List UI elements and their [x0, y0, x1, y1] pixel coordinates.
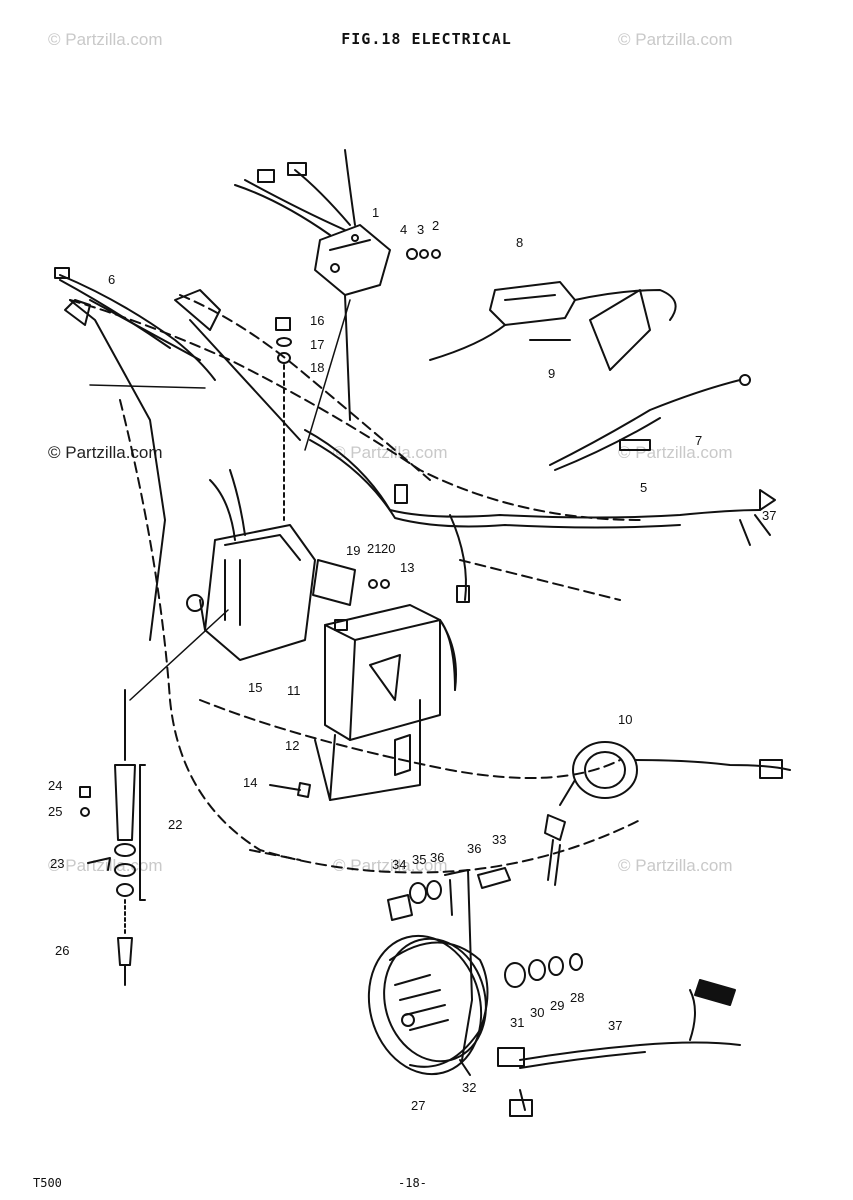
horn-fasteners-28-31-33-36 [387, 867, 583, 988]
callout-34: 34 [392, 857, 407, 872]
callout-12: 12 [285, 738, 300, 753]
main-harness-5 [304, 429, 776, 691]
ignition-switch-10 [544, 741, 791, 886]
watermark-top-left: © Partzilla.com [48, 30, 163, 49]
wire-harness-6 [54, 267, 216, 381]
callout-31: 31 [510, 1015, 525, 1030]
callout-15: 15 [248, 680, 263, 695]
fasteners-2-3-4 [406, 248, 441, 260]
watermark-low-right: © Partzilla.com [618, 856, 733, 875]
figure-title: FIG.18 ELECTRICAL [341, 30, 512, 48]
callout-18: 18 [310, 360, 325, 375]
regulator-1 [234, 149, 391, 421]
nut-washer-20-21 [368, 579, 390, 589]
callout-37a: 37 [762, 508, 777, 523]
callout-36a: 36 [430, 850, 445, 865]
callout-29: 29 [550, 998, 565, 1013]
wire-7 [549, 374, 751, 471]
light-assembly-8-9 [429, 281, 677, 371]
callout-22: 22 [168, 817, 183, 832]
leader-lines [89, 299, 351, 736]
watermark-low-left: © Partzilla.com [48, 856, 163, 875]
callout-21: 21 [367, 541, 382, 556]
bolt-stack-16-17-18 [275, 317, 292, 521]
callout-1: 1 [372, 205, 380, 220]
ignition-coil-15 [186, 469, 316, 661]
watermark-top-right: © Partzilla.com [618, 30, 733, 49]
callout-5: 5 [640, 480, 648, 495]
callout-26: 26 [55, 943, 70, 958]
callout-23: 23 [50, 856, 65, 871]
connector-stack-22-26 [79, 689, 146, 986]
callout-27: 27 [411, 1098, 426, 1113]
callout-28: 28 [570, 990, 585, 1005]
battery-11 [324, 604, 441, 741]
callout-14: 14 [243, 775, 258, 790]
bracket-19 [312, 559, 356, 606]
footer-model: T500 [33, 1176, 62, 1190]
callout-30: 30 [530, 1005, 545, 1020]
callout-3: 3 [417, 222, 425, 237]
watermark-mid-center: © Partzilla.com [333, 443, 448, 462]
callout-11: 11 [287, 683, 301, 698]
callout-10: 10 [618, 712, 633, 727]
callout-19: 19 [346, 543, 361, 558]
horn-bracket-32 [444, 869, 473, 1076]
callout-6: 6 [108, 272, 116, 287]
screw-14 [269, 782, 311, 798]
horn-wire-37 [497, 979, 741, 1117]
callout-33: 33 [492, 832, 507, 847]
callout-35: 35 [412, 852, 427, 867]
watermark-low-center: © Partzilla.com [333, 856, 448, 875]
callout-20: 20 [381, 541, 396, 556]
battery-holder-12 [314, 699, 421, 801]
callout-2: 2 [432, 218, 440, 233]
callout-25: 25 [48, 804, 63, 819]
callout-7: 7 [695, 433, 703, 448]
callout-36b: 36 [467, 841, 482, 856]
callout-13: 13 [400, 560, 415, 575]
callout-32: 32 [462, 1080, 477, 1095]
callout-37b: 37 [608, 1018, 623, 1033]
callout-16: 16 [310, 313, 325, 328]
frame-outline [69, 294, 641, 874]
horn-27 [367, 934, 489, 1076]
callout-9: 9 [548, 366, 556, 381]
watermark-mid-right: © Partzilla.com [618, 443, 733, 462]
footer-page-number: -18- [398, 1176, 427, 1190]
callout-17: 17 [310, 337, 325, 352]
callout-8: 8 [516, 235, 524, 250]
callout-24: 24 [48, 778, 63, 793]
callout-4: 4 [400, 222, 408, 237]
battery-band-13 [439, 619, 456, 691]
